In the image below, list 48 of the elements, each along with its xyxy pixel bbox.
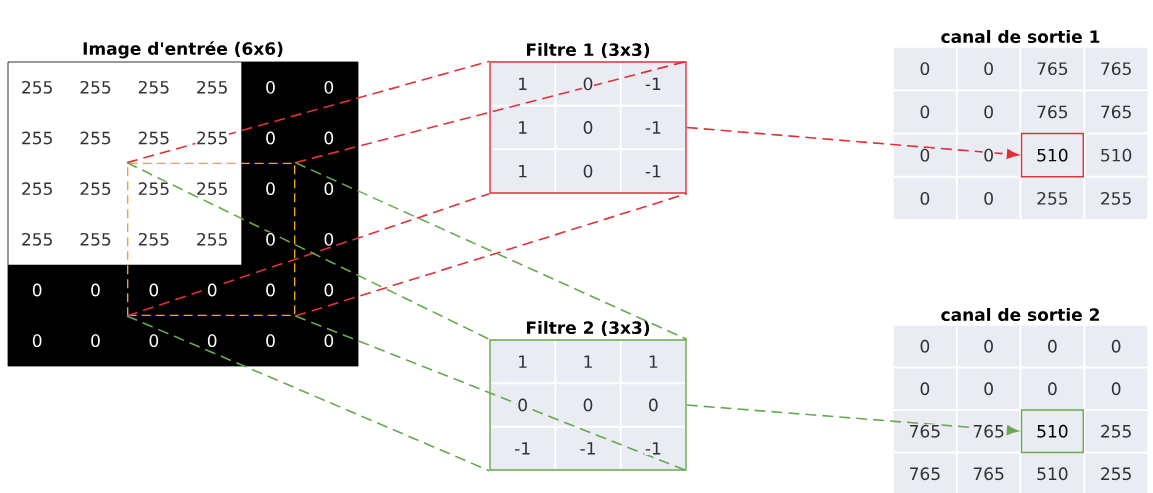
table-cell: 1 bbox=[582, 355, 594, 369]
table-cell: 255 bbox=[1099, 424, 1133, 439]
table-cell: -1 bbox=[644, 164, 663, 178]
table-cell: 255 bbox=[78, 232, 113, 247]
table-cell: 255 bbox=[195, 80, 229, 95]
arrow bbox=[685, 126, 1019, 159]
table-cell: 0 bbox=[582, 76, 594, 91]
node-label: Image d'entrée (6x6) bbox=[83, 41, 283, 59]
table-cell: 0 bbox=[1110, 339, 1123, 354]
table-cell: 255 bbox=[20, 80, 54, 95]
table-cell: 255 bbox=[20, 131, 54, 145]
table-cell: 255 bbox=[1035, 191, 1070, 206]
highlighted-cell: 510 bbox=[1020, 409, 1084, 454]
table-cell: 255 bbox=[1099, 191, 1133, 206]
table-cell: 0 bbox=[1046, 339, 1059, 354]
table-cell: -1 bbox=[644, 77, 663, 91]
table-cell: 0 bbox=[206, 283, 219, 297]
node-label: Filtre 1 (3x3) bbox=[527, 42, 650, 59]
dashed-line bbox=[126, 60, 491, 164]
sliding-window bbox=[126, 162, 296, 317]
dashed-line bbox=[126, 315, 491, 472]
dashed-line bbox=[294, 161, 688, 341]
table-cell: 0 bbox=[582, 398, 594, 412]
table-cell: 255 bbox=[137, 232, 171, 247]
dashed-line bbox=[294, 192, 688, 317]
table-cell: 0 bbox=[31, 283, 44, 297]
node-label: canal de sortie 2 bbox=[941, 307, 1099, 322]
table-cell: 255 bbox=[195, 232, 229, 247]
dashed-line bbox=[294, 315, 688, 472]
table-cell: 0 bbox=[582, 120, 594, 135]
table-cell: 255 bbox=[78, 131, 113, 145]
node-label: Filtre 2 (3x3) bbox=[527, 320, 650, 337]
table-cell: 0 bbox=[647, 398, 660, 412]
table-cell: 255 bbox=[20, 232, 54, 247]
arrow bbox=[685, 404, 1019, 436]
table-cell: 255 bbox=[78, 80, 113, 95]
table-cell: 0 bbox=[582, 164, 594, 179]
table-cell: 765 bbox=[908, 424, 942, 439]
table-cell: 255 bbox=[137, 80, 171, 95]
dashed-line bbox=[294, 60, 688, 164]
dashed-line bbox=[126, 192, 491, 317]
table-cell: 255 bbox=[195, 131, 229, 145]
highlighted-cell: 510 bbox=[1020, 132, 1084, 178]
table-cell: 765 bbox=[971, 424, 1006, 439]
node-label: canal de sortie 1 bbox=[941, 29, 1100, 44]
table-cell: 510 bbox=[1099, 148, 1133, 163]
dashed-line bbox=[126, 161, 491, 341]
table-cell: 255 bbox=[137, 131, 171, 145]
